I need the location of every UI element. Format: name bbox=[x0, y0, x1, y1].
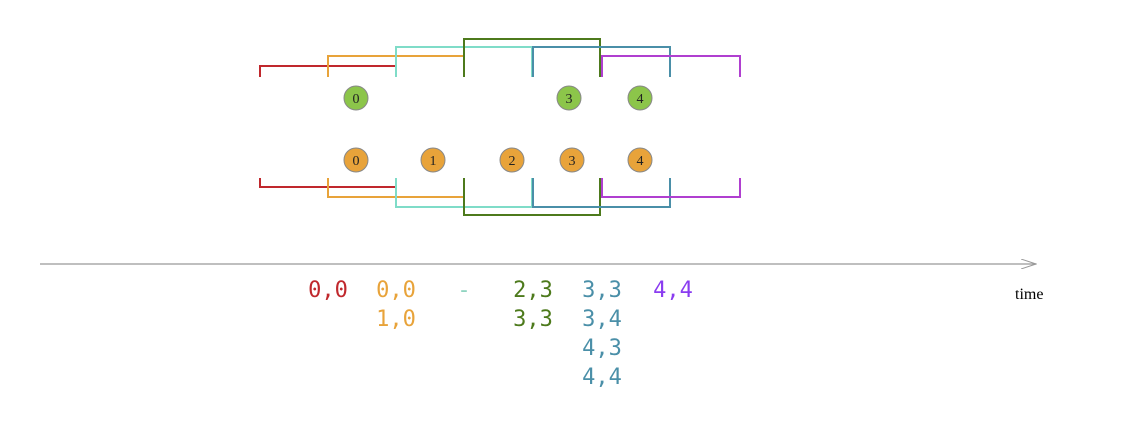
bottom-event-4: 4 bbox=[627, 147, 653, 173]
bottom-stream-events: 0 1 2 3 4 bbox=[343, 147, 653, 173]
pair-column-3: 2,33,3 bbox=[513, 278, 553, 332]
top-event-label: 0 bbox=[353, 92, 360, 107]
bottom-window-bracket-3 bbox=[463, 178, 601, 216]
bottom-event-circle bbox=[499, 147, 525, 173]
bottom-event-label: 4 bbox=[637, 154, 644, 169]
top-event-label: 4 bbox=[637, 92, 644, 107]
bottom-event-0: 0 bbox=[343, 147, 369, 173]
bottom-window-bracket-4 bbox=[532, 178, 671, 208]
pair-text: 3,3 bbox=[582, 278, 622, 303]
bottom-event-circle bbox=[559, 147, 585, 173]
bottom-stream-windows bbox=[259, 178, 741, 216]
pair-text: 4,4 bbox=[582, 365, 622, 390]
pair-text: 0,0 bbox=[376, 278, 416, 303]
pair-column-1: 0,01,0 bbox=[376, 278, 416, 332]
bottom-event-label: 2 bbox=[509, 154, 516, 169]
bottom-event-label: 3 bbox=[569, 154, 576, 169]
bottom-event-label: 0 bbox=[353, 154, 360, 169]
pair-text: 3,3 bbox=[513, 307, 553, 332]
bottom-event-circle bbox=[627, 147, 653, 173]
top-event-0: 0 bbox=[343, 85, 369, 111]
pair-text: 1,0 bbox=[376, 307, 416, 332]
top-stream-windows bbox=[259, 38, 741, 77]
top-window-bracket-4 bbox=[532, 46, 671, 77]
top-event-3: 3 bbox=[556, 85, 582, 111]
top-event-circle bbox=[627, 85, 653, 111]
time-axis-label: time bbox=[1015, 286, 1043, 303]
pair-text: 3,4 bbox=[582, 307, 622, 332]
bottom-event-circle bbox=[343, 147, 369, 173]
bottom-event-3: 3 bbox=[559, 147, 585, 173]
bottom-event-2: 2 bbox=[499, 147, 525, 173]
bottom-event-1: 1 bbox=[420, 147, 446, 173]
bottom-event-label: 1 bbox=[430, 154, 437, 169]
top-event-circle bbox=[343, 85, 369, 111]
pair-column-2: - bbox=[457, 278, 470, 303]
top-window-bracket-5 bbox=[601, 55, 741, 77]
pair-text: 4,3 bbox=[582, 336, 622, 361]
top-event-4: 4 bbox=[627, 85, 653, 111]
pair-text: 4,4 bbox=[653, 278, 693, 303]
pair-text: - bbox=[457, 278, 470, 303]
pair-column-5: 4,4 bbox=[653, 278, 693, 303]
bottom-event-circle bbox=[420, 147, 446, 173]
top-event-circle bbox=[556, 85, 582, 111]
bottom-window-bracket-5 bbox=[601, 178, 741, 198]
top-window-bracket-3 bbox=[463, 38, 601, 77]
top-event-label: 3 bbox=[566, 92, 573, 107]
pair-text: 0,0 bbox=[308, 278, 348, 303]
top-stream-events: 0 3 4 bbox=[343, 85, 653, 111]
pair-text: 2,3 bbox=[513, 278, 553, 303]
pair-column-4: 3,3 3,4 4,3 4,4 bbox=[582, 278, 622, 390]
pair-column-0: 0,0 bbox=[308, 278, 348, 303]
